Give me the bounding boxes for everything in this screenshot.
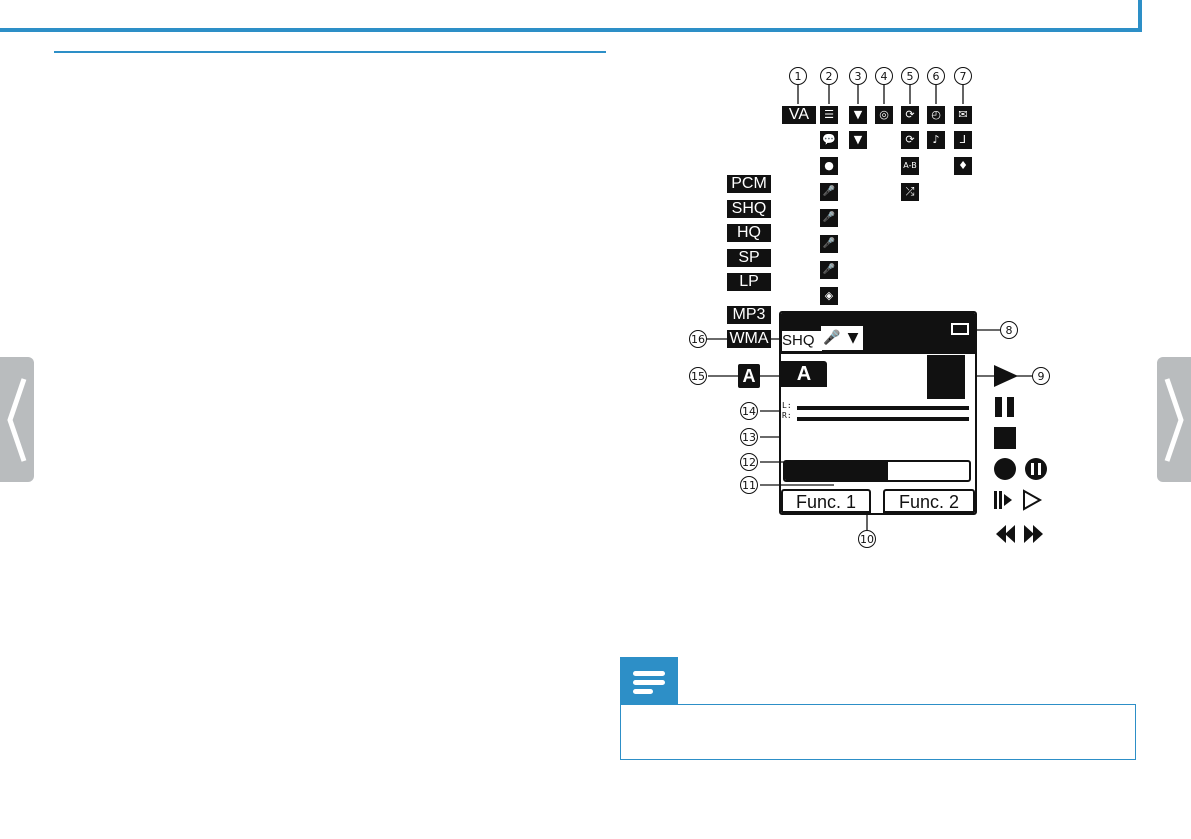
next-page-tab[interactable] xyxy=(1157,357,1191,482)
bell-icon: ♦ xyxy=(954,157,972,175)
mic-off-icon: 🎤 xyxy=(820,235,838,253)
noise-cancel-icon: ◈ xyxy=(820,287,838,305)
speech-bubble-icon: ● xyxy=(820,157,838,175)
callout-11: 11 xyxy=(740,476,758,494)
chevron-left-icon xyxy=(7,378,27,462)
func1-softkey[interactable]: Func. 1 xyxy=(781,489,871,513)
rewind-icon xyxy=(996,525,1006,543)
callout-2: 2 xyxy=(820,67,838,85)
sensitivity-high-icon: ▼ xyxy=(849,106,867,124)
format-wma: WMA xyxy=(727,330,771,348)
timer-icon: ◴ xyxy=(927,106,945,124)
sensitivity-low-icon: ▼ xyxy=(849,131,867,149)
func2-softkey[interactable]: Func. 2 xyxy=(883,489,975,513)
voice-activation-label: VA xyxy=(782,106,816,124)
lcd-sensitivity-icon: ▼ xyxy=(843,326,863,350)
note-icon xyxy=(620,657,678,705)
level-r-label: R: xyxy=(782,411,792,420)
callout-16: 16 xyxy=(689,330,707,348)
callout-15: 15 xyxy=(689,367,707,385)
play-icon xyxy=(994,365,1018,387)
mic-low-icon: 🎤 xyxy=(820,209,838,227)
format-lp: LP xyxy=(727,273,771,291)
top-rule xyxy=(0,28,1138,32)
mic-auto-icon: 🎤 xyxy=(820,183,838,201)
position-bar xyxy=(783,460,971,482)
top-rule-corner xyxy=(1138,0,1142,32)
callout-12: 12 xyxy=(740,453,758,471)
format-pcm: PCM xyxy=(727,175,771,193)
record-icon xyxy=(994,458,1016,480)
lcd-quality-label: SHQ xyxy=(782,331,822,351)
stop-icon xyxy=(994,427,1016,449)
callout-6: 6 xyxy=(927,67,945,85)
voice-activation-icon: ◎ xyxy=(875,106,893,124)
format-hq: HQ xyxy=(727,224,771,242)
lcd-mic-icon: 🎤 xyxy=(821,326,843,350)
callout-9: 9 xyxy=(1032,367,1050,385)
speech-bubbles-icon: 💬 xyxy=(820,131,838,149)
index-icon: ⅃ xyxy=(954,131,972,149)
callout-13: 13 xyxy=(740,428,758,446)
callout-1: 1 xyxy=(789,67,807,85)
level-meter-right xyxy=(797,417,969,421)
slow-play-icon xyxy=(994,491,997,509)
position-bar-fill xyxy=(785,462,889,480)
mic-manual-icon: 🎤 xyxy=(820,261,838,279)
format-mp3: MP3 xyxy=(727,306,771,324)
callout-3: 3 xyxy=(849,67,867,85)
repeat-icon: ⟳ xyxy=(901,106,919,124)
callout-14: 14 xyxy=(740,402,758,420)
pause-icon xyxy=(995,397,1002,417)
record-pause-icon xyxy=(1025,458,1047,480)
playback-status-icons xyxy=(994,365,1047,543)
fast-forward-icon xyxy=(1024,525,1034,543)
list-icon: ☰ xyxy=(820,106,838,124)
callout-8: 8 xyxy=(1000,321,1018,339)
repeat-folder-icon: ⟳ xyxy=(901,131,919,149)
folder-a-icon: A xyxy=(738,364,760,388)
message-icon: ✉ xyxy=(954,106,972,124)
callout-4: 4 xyxy=(875,67,893,85)
callout-7: 7 xyxy=(954,67,972,85)
callout-5: 5 xyxy=(901,67,919,85)
level-l-label: L: xyxy=(782,401,792,410)
lcd-status-block xyxy=(927,355,965,399)
shuffle-icon: ⤮ xyxy=(901,183,919,201)
note-box xyxy=(620,704,1136,760)
previous-page-tab[interactable] xyxy=(0,357,34,482)
section-rule xyxy=(54,51,606,53)
chevron-right-icon xyxy=(1164,378,1184,462)
callout-10: 10 xyxy=(858,530,876,548)
format-sp: SP xyxy=(727,249,771,267)
format-shq: SHQ xyxy=(727,200,771,218)
fast-play-icon xyxy=(1023,489,1043,511)
repeat-ab-icon: A-B xyxy=(901,157,919,175)
lcd-display: SHQ 🎤 ▼ A L: R: Func. 1 Func. 2 xyxy=(779,311,977,515)
lcd-folder-icon: A xyxy=(781,361,827,387)
alarm-bell-icon: ♪ xyxy=(927,131,945,149)
battery-icon xyxy=(951,323,969,335)
level-meter-left xyxy=(797,406,969,410)
